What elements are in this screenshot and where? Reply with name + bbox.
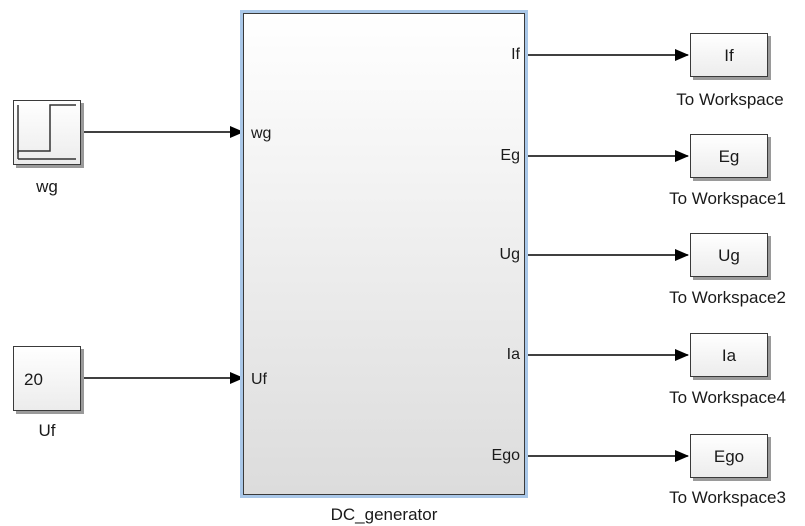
to-workspace-block-eg[interactable]: Eg bbox=[690, 134, 768, 178]
to-workspace-block-ia[interactable]: Ia bbox=[690, 333, 768, 377]
subsystem-caption: DC_generator bbox=[330, 505, 438, 524]
input-port-uf: Uf bbox=[251, 371, 267, 388]
to-workspace-block-ug[interactable]: Ug bbox=[690, 233, 768, 277]
sink-caption-ug: To Workspace2 bbox=[669, 288, 786, 307]
to-workspace-block-if[interactable]: If bbox=[690, 33, 768, 77]
constant-caption: Uf bbox=[38, 421, 56, 440]
sink-caption-eg: To Workspace1 bbox=[669, 189, 786, 208]
sink-caption-ego: To Workspace3 bbox=[669, 488, 786, 507]
output-port-ia: Ia bbox=[506, 346, 520, 363]
sink-var-eg: Eg bbox=[718, 147, 740, 166]
dc-generator-subsystem[interactable] bbox=[240, 10, 528, 498]
to-workspace-block-ego[interactable]: Ego bbox=[690, 434, 768, 478]
output-port-ego: Ego bbox=[491, 447, 520, 464]
output-port-eg: Eg bbox=[500, 147, 520, 164]
sink-caption-if: To Workspace bbox=[676, 90, 784, 109]
output-port-ug: Ug bbox=[499, 246, 520, 263]
sink-var-ug: Ug bbox=[718, 246, 740, 265]
step-icon bbox=[17, 104, 76, 160]
sink-var-ego: Ego bbox=[713, 447, 745, 466]
sink-var-ia: Ia bbox=[721, 346, 737, 365]
constant-value: 20 bbox=[24, 370, 43, 389]
sink-caption-ia: To Workspace4 bbox=[669, 388, 786, 407]
step-source-caption: wg bbox=[36, 177, 58, 196]
subsystem-body bbox=[243, 13, 525, 495]
output-port-if: If bbox=[511, 46, 520, 63]
input-port-wg: wg bbox=[251, 125, 272, 142]
constant-block[interactable]: 20 bbox=[13, 346, 81, 411]
sink-var-if: If bbox=[724, 46, 734, 65]
step-source-block[interactable] bbox=[13, 100, 81, 165]
